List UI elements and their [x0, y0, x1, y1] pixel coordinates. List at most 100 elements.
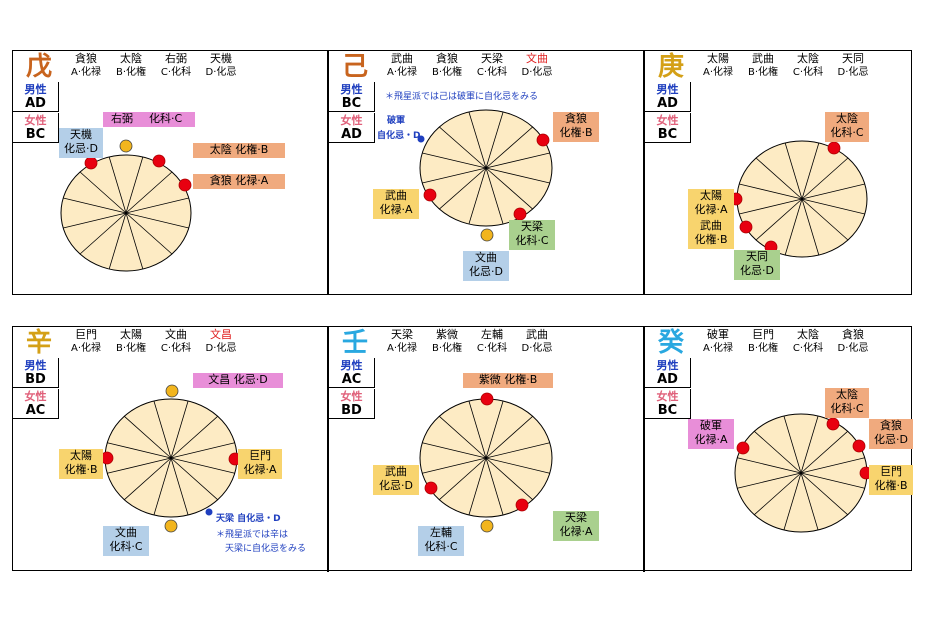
male-box: 男性 AD	[645, 82, 691, 112]
star-hua: D·化忌	[521, 67, 553, 78]
flying-star-marker-blue	[417, 135, 425, 143]
wheel-spoke	[485, 167, 550, 184]
wheel-spoke	[422, 152, 487, 169]
label-ziwei: 紫微 化権·B	[463, 373, 553, 388]
stem-glyph: 癸	[657, 328, 684, 358]
label-wenqu: 文曲化科·C	[103, 526, 149, 556]
male-box: 男性 BC	[329, 82, 375, 112]
male-box: 男性 BD	[13, 358, 59, 388]
wheel-spoke	[800, 457, 865, 474]
wheel-spoke	[784, 198, 803, 256]
wheel-spoke	[468, 457, 487, 516]
star-hua: C·化科	[792, 343, 824, 354]
stem-glyph: 己	[341, 52, 368, 82]
label-tanlang: 貪狼化権·B	[553, 112, 599, 142]
star-hua: C·化科	[160, 343, 192, 354]
male-label: 男性	[24, 83, 47, 96]
female-value: BC	[657, 127, 678, 142]
self-hua-marker-yellow	[165, 384, 179, 398]
female-box: 女性 AC	[13, 389, 59, 419]
wheel-spoke	[79, 171, 127, 214]
wheel-spoke	[739, 198, 803, 215]
star-name: 太陰	[120, 52, 142, 65]
female-box: 女性 BC	[645, 113, 691, 143]
flying-star-marker-blue	[205, 508, 213, 516]
top-row-frame	[12, 50, 912, 295]
star-name: 天機	[210, 52, 232, 65]
wheel-spoke	[485, 111, 504, 169]
female-label: 女性	[340, 390, 363, 403]
star-hua: A·化禄	[386, 343, 418, 354]
female-value: BC	[25, 127, 46, 142]
male-value: AD	[25, 96, 46, 111]
stem-glyph: 庚	[657, 52, 684, 82]
star-hua: D·化忌	[205, 343, 237, 354]
label-wuqu: 武曲化権·B	[688, 219, 734, 249]
star-name: 武曲	[752, 52, 774, 65]
hua-marker-red	[852, 439, 866, 453]
wheel-spoke	[783, 415, 802, 474]
label-taiyang: 太陽化権·B	[59, 449, 103, 479]
self-hua-marker-yellow	[480, 228, 494, 242]
palace-wheel	[734, 413, 873, 533]
hua-marker-red	[152, 154, 166, 168]
star-name: 太陽	[120, 328, 142, 341]
wheel-spoke	[125, 156, 144, 214]
wheel-spoke	[800, 472, 848, 516]
star-name: 武曲	[391, 52, 413, 65]
label-jumen: 巨門化権·B	[869, 465, 913, 495]
wheel-spoke	[485, 167, 504, 225]
divider	[327, 326, 329, 572]
star-name: 文昌	[210, 328, 232, 341]
wheel-spoke	[485, 457, 533, 501]
wheel-spoke	[801, 142, 820, 200]
star-hua: D·化忌	[521, 343, 553, 354]
wheel-spoke	[125, 197, 189, 214]
wheel-spoke	[124, 415, 172, 459]
star-name: 太陽	[707, 52, 729, 65]
wheel-spoke	[170, 400, 189, 459]
side-note: 破軍	[387, 116, 406, 126]
male-value: AD	[657, 372, 678, 387]
label-wuqu: 武曲化忌·D	[373, 465, 419, 495]
hua-marker-red	[536, 133, 550, 147]
label-tanlang: 貪狼 化禄·A	[193, 174, 285, 189]
star-hua: B·化権	[115, 67, 147, 78]
wheel-spoke	[737, 457, 802, 474]
label-pojun: 破軍化禄·A	[688, 419, 734, 449]
female-box: 女性 BC	[13, 113, 59, 143]
star-hua: A·化禄	[702, 67, 734, 78]
hua-marker-red	[513, 207, 527, 221]
star-name: 天梁	[391, 328, 413, 341]
star-hua: A·化禄	[70, 343, 102, 354]
wheel-spoke	[800, 472, 865, 489]
wheel-spoke	[755, 157, 803, 200]
star-hua: B·化権	[431, 343, 463, 354]
star-hua: D·化忌	[837, 67, 869, 78]
wheel-spoke	[755, 198, 803, 241]
star-hua: D·化忌	[205, 67, 237, 78]
female-box: 女性 BC	[645, 389, 691, 419]
star-hua: B·化権	[431, 67, 463, 78]
star-name: 貪狼	[75, 52, 97, 65]
star-name: 左輔	[481, 328, 503, 341]
female-value: AD	[341, 127, 362, 142]
wheel-spoke	[79, 212, 127, 255]
stem-glyph: 辛	[25, 328, 52, 358]
wheel-spoke	[63, 212, 127, 229]
hua-marker-red	[84, 156, 98, 170]
wheel-spoke	[468, 111, 487, 169]
male-label: 男性	[340, 359, 363, 372]
male-box: 男性 AC	[329, 358, 375, 388]
wheel-spoke	[468, 167, 487, 225]
hua-marker-red	[515, 498, 529, 512]
wheel-spoke	[485, 415, 533, 459]
palace-wheel	[729, 140, 868, 258]
wheel-spoke	[170, 442, 235, 459]
star-name: 太陰	[797, 328, 819, 341]
wheel-spoke	[153, 400, 172, 459]
divider	[327, 50, 329, 295]
